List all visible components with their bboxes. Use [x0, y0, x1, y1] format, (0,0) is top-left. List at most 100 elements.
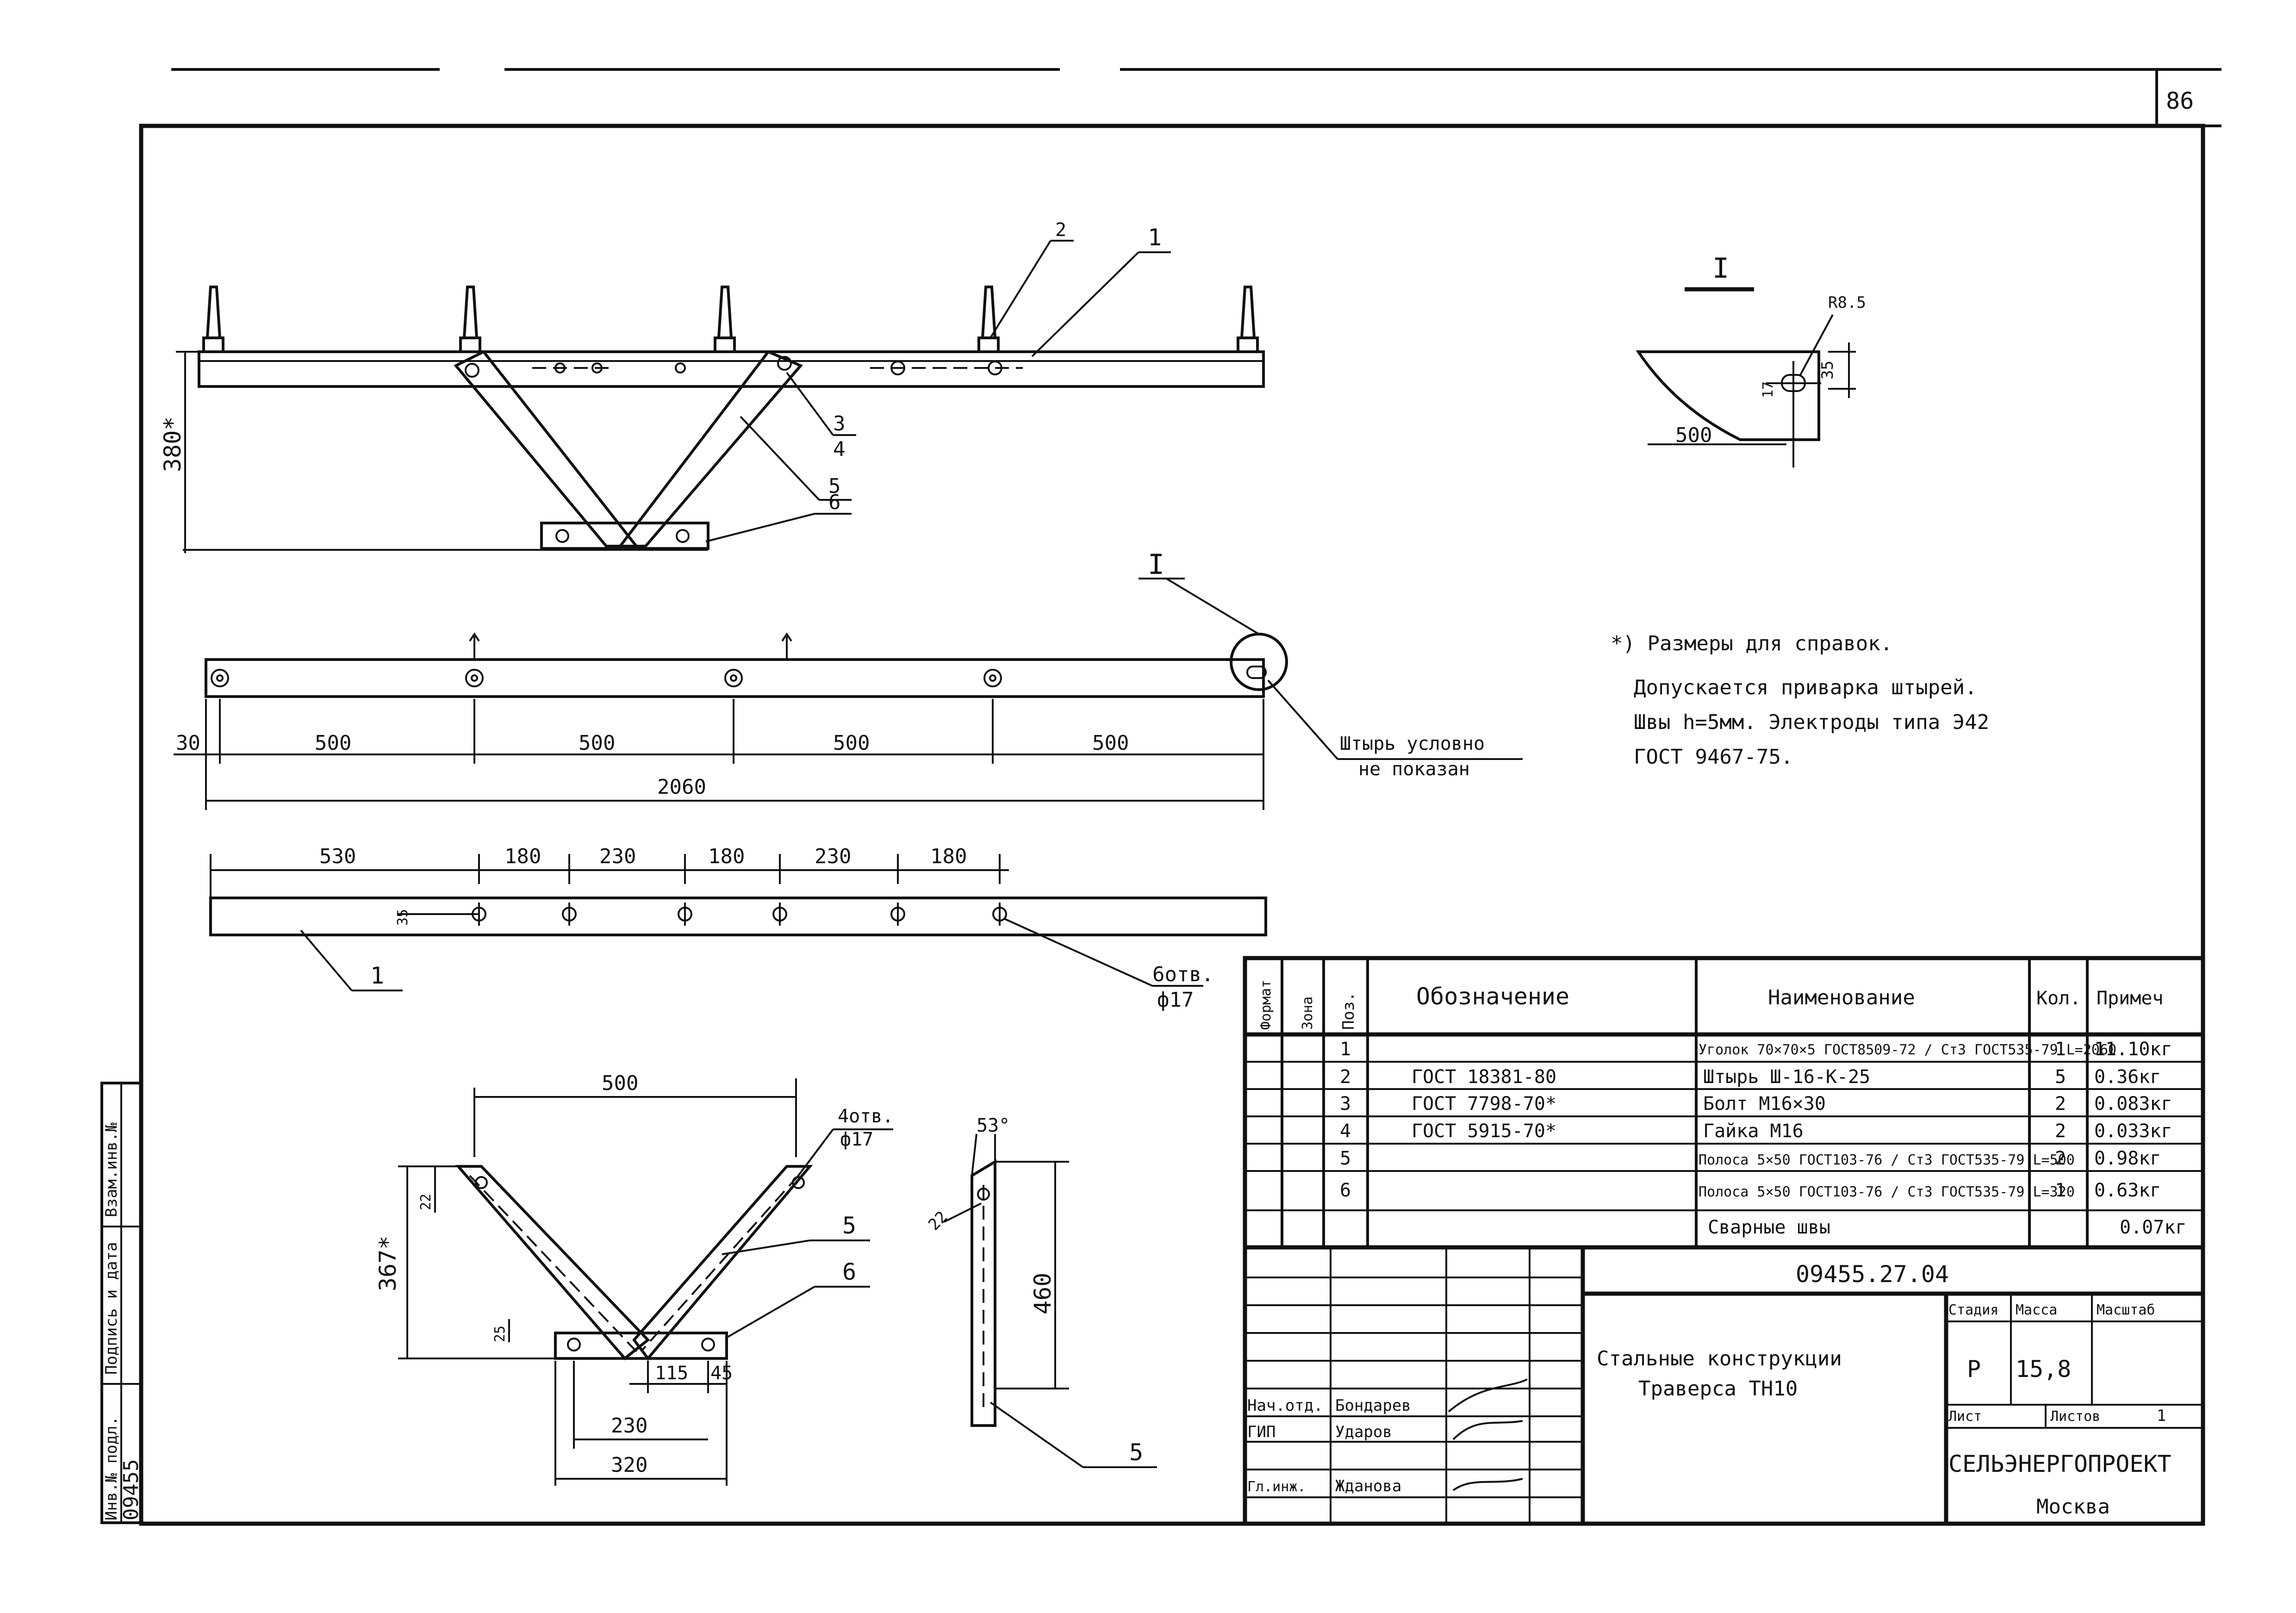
hole-marks — [398, 903, 1007, 926]
r7-name: Сварные швы — [1708, 1217, 1830, 1238]
holes-dim-180a: 180 — [504, 845, 541, 868]
plan-dim-total: 2060 — [657, 775, 706, 799]
holes-view: 530 180 230 180 230 180 35 6отв. ф17 1 — [209, 845, 1267, 1012]
r4-name: Гайка М16 — [1703, 1121, 1804, 1142]
th-note: Примеч — [2097, 988, 2164, 1009]
bottom-plate — [540, 522, 709, 550]
v-height-367: 367* — [374, 1236, 401, 1291]
r6-note: 0.63кг — [2094, 1180, 2161, 1201]
org-city: Москва — [2036, 1495, 2110, 1519]
r5-pos: 5 — [1340, 1148, 1351, 1169]
plan-dims: 30 500 500 500 500 2060 — [174, 699, 1264, 810]
r6-pos: 6 — [1340, 1180, 1351, 1201]
holes-dim-230b: 230 — [815, 845, 851, 868]
strip-angle: 53° — [977, 1115, 1010, 1136]
doc-code: 09455.27.04 — [1796, 1261, 1949, 1288]
sheet-label: Лист — [1948, 1408, 1982, 1425]
callout-2: 2 — [1055, 219, 1066, 241]
plan-dim-30: 30 — [176, 731, 200, 755]
org-name: СЕЛЬЭНЕРГОПРОЕКТ — [1948, 1451, 2172, 1477]
note-line-1: *) Размеры для справок. — [1611, 632, 1892, 655]
r3-pos: 3 — [1340, 1093, 1351, 1115]
th-qty: Кол. — [2036, 988, 2081, 1009]
holes-dim-180c: 180 — [930, 845, 967, 868]
r1-pos: 1 — [1340, 1039, 1351, 1060]
detail-500: 500 — [1675, 423, 1712, 447]
r5-qty: 2 — [2055, 1148, 2066, 1169]
r4-qty: 2 — [2055, 1121, 2066, 1142]
holes-edge-35: 35 — [395, 909, 411, 926]
th-format: Формат — [1258, 980, 1274, 1030]
detail-radius: R8.5 — [1828, 293, 1866, 312]
v-holes-1: 4отв. — [838, 1106, 893, 1127]
detail-circle — [1230, 633, 1288, 691]
page-number: 86 — [2166, 87, 2194, 114]
v-dim-320: 320 — [611, 1453, 647, 1477]
v-dim-22: 22 — [418, 1194, 434, 1210]
th-name: Наименование — [1768, 986, 1915, 1009]
r2-desig: ГОСТ 18381-80 — [1412, 1066, 1556, 1088]
plan-dim-500b: 500 — [579, 731, 615, 755]
angle-beam — [198, 350, 1265, 388]
name-2: Ударов — [1335, 1423, 1392, 1441]
sheet-frame — [139, 124, 2205, 1526]
scale-label: Масштаб — [2097, 1302, 2155, 1318]
role-3: Гл.инж. — [1247, 1479, 1306, 1495]
th-pos: Поз. — [1339, 992, 1358, 1030]
v-callout-6: 6 — [842, 1258, 856, 1285]
pin-note-2: не показан — [1358, 759, 1470, 780]
r2-pos: 2 — [1340, 1066, 1351, 1088]
v-dim-45: 45 — [710, 1363, 733, 1384]
strut-right — [617, 350, 803, 548]
r3-name: Болт М16×30 — [1703, 1093, 1826, 1115]
note-line-4: ГОСТ 9467-75. — [1634, 745, 1793, 769]
callout-3: 3 — [833, 412, 846, 436]
r6-qty: 1 — [2055, 1180, 2066, 1201]
r1-note: 11.10кг — [2094, 1039, 2172, 1060]
stage-label: Стадия — [1948, 1302, 1998, 1318]
plan-view: I Штырь условно не показан 30 500 500 50… — [174, 548, 1523, 810]
callout-4: 4 — [833, 437, 846, 461]
beam-holes — [532, 361, 1023, 375]
r4-pos: 4 — [1340, 1121, 1351, 1142]
sheets-label: Листов — [2050, 1408, 2100, 1425]
mass-value: 15,8 — [2016, 1356, 2071, 1383]
v-plate — [554, 1332, 728, 1360]
r3-qty: 2 — [2055, 1093, 2066, 1115]
name-3: Жданова — [1335, 1477, 1401, 1495]
callout-5: 5 — [828, 474, 841, 498]
r6-name: Полоса 5×50 ГОСТ103-76 / Ст3 ГОСТ535-79 … — [1699, 1184, 2075, 1200]
pins — [202, 286, 1259, 353]
r7-note: 0.07кг — [2120, 1217, 2187, 1238]
r2-name: Штырь Ш-16-К-25 — [1703, 1066, 1870, 1088]
th-designation: Обозначение — [1416, 983, 1569, 1010]
th-zone: Зона — [1300, 996, 1316, 1030]
strip-view: 53° 22 460 5 — [925, 1115, 1157, 1468]
callout-1: 1 — [1148, 224, 1162, 251]
r4-desig: ГОСТ 5915-70* — [1412, 1121, 1556, 1142]
callout-6: 6 — [828, 491, 841, 514]
detail-I: I R8.5 35 17 500 — [1636, 252, 1866, 467]
r5-name: Полоса 5×50 ГОСТ103-76 / Ст3 ГОСТ535-79 … — [1699, 1152, 2075, 1168]
stage-value: Р — [1967, 1356, 1981, 1383]
detail-17: 17 — [1760, 381, 1776, 398]
detail-mark: I — [1712, 252, 1729, 285]
plan-beam — [205, 658, 1265, 698]
holes-ticks — [210, 854, 1001, 898]
r5-note: 0.98кг — [2094, 1148, 2161, 1169]
v-holes-2: ф17 — [840, 1129, 873, 1150]
name-1: Бондарев — [1335, 1396, 1411, 1415]
notes: *) Размеры для справок. Допускается прив… — [1611, 632, 1989, 769]
plan-section-mark: I — [1148, 548, 1164, 581]
detail-35: 35 — [1818, 361, 1837, 380]
note-line-2: Допускается приварка штырей. — [1634, 676, 1977, 699]
holes-callout-1: 1 — [370, 962, 384, 989]
signatures — [1448, 1378, 1528, 1491]
left-strip-label-3: Инв.№ подл. — [102, 1416, 121, 1520]
strip-callout-5: 5 — [1129, 1439, 1143, 1466]
r1-qty: 1 — [2055, 1039, 2066, 1060]
top-edge-lines — [153, 68, 2221, 127]
plan-dim-500a: 500 — [315, 731, 351, 755]
r2-qty: 5 — [2055, 1066, 2066, 1088]
